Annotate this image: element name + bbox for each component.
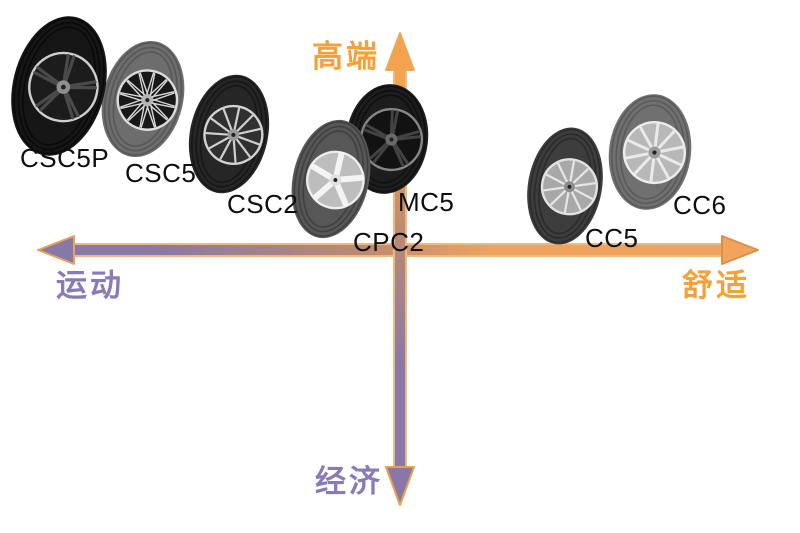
label-csc5p: CSC5P	[20, 143, 110, 173]
label-cc6: CC6	[673, 190, 727, 220]
tire-cc6	[608, 94, 692, 210]
tire-cpc2	[291, 119, 371, 239]
y-axis-top-label: 高端	[312, 39, 380, 74]
tire-csc5	[101, 40, 185, 158]
x-axis-right-arrowhead	[721, 235, 759, 265]
label-csc2: CSC2	[227, 189, 299, 219]
tire-cc5	[527, 127, 603, 245]
y-axis-bottom-arrowhead	[385, 466, 415, 506]
y-axis-top-arrowhead	[385, 32, 415, 71]
tire-csc5p	[11, 16, 107, 156]
label-csc5: CSC5	[125, 158, 197, 188]
x-axis-right-label: 舒适	[682, 268, 750, 303]
x-axis-left-arrowhead	[37, 235, 75, 265]
label-mc5: MC5	[398, 187, 455, 217]
y-axis-bottom-label: 经济	[315, 464, 383, 499]
tire-csc2	[188, 74, 270, 194]
label-cpc2: CPC2	[353, 227, 425, 257]
label-cc5: CC5	[585, 223, 639, 253]
x-axis-left-label: 运动	[56, 268, 124, 303]
